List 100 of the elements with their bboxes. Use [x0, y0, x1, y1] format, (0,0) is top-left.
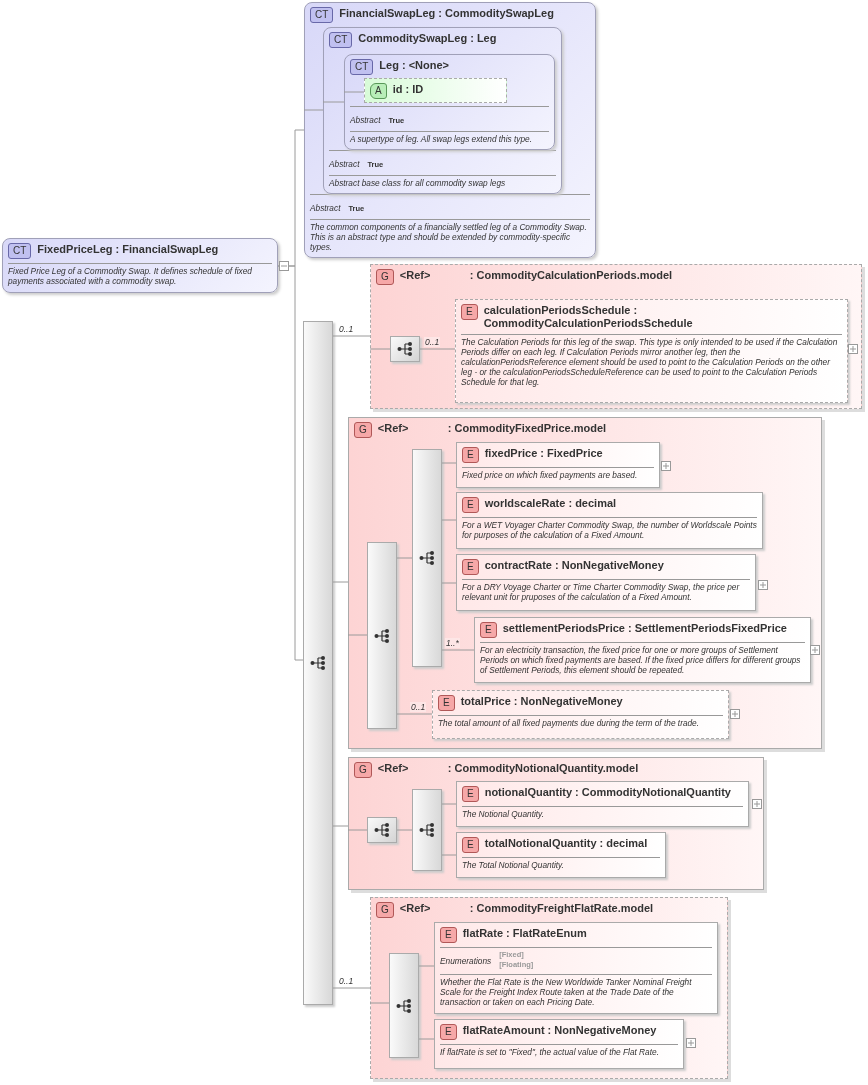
description-text: The total amount of all fixed payments due during the term of the trade.: [438, 718, 701, 728]
complex-type-box: [304, 2, 596, 258]
node-title: settlementPeriodsPrice : SettlementPeriodsFixedPrice: [502, 622, 787, 635]
annotation-label: Abstract: [350, 115, 381, 125]
type-badge: E: [440, 1024, 457, 1040]
sequence-bar: [367, 542, 397, 729]
connector-line: [332, 825, 349, 827]
element-box: [456, 781, 749, 827]
connector-line: [369, 348, 391, 350]
description-text: Fixed price on which fixed payments are based.: [462, 470, 639, 480]
connector-line: [303, 109, 324, 111]
complex-type-box: [323, 27, 562, 194]
description-text: The Total Notional Quantity.: [462, 860, 565, 870]
type-badge: CT: [310, 7, 334, 23]
group-box: [370, 897, 728, 1079]
connector-line: [441, 649, 475, 651]
node-title: id : ID: [392, 83, 424, 96]
type-badge: CT: [350, 59, 374, 75]
description-text: The Notional Quantity.: [462, 809, 545, 819]
connector-line: [441, 854, 457, 856]
connector-line: [277, 265, 304, 661]
element-box: [474, 617, 811, 683]
element-box: [456, 442, 660, 488]
node-title: contractRate : NonNegativeMoney: [484, 559, 664, 572]
node-title: flatRate : FlatRateEnum: [462, 927, 587, 940]
node-title: totalNotionalQuantity : decimal: [484, 837, 648, 850]
node-title: : CommodityFixedPrice.model: [447, 422, 607, 435]
connector-line: [332, 581, 349, 583]
connector-line: [441, 582, 457, 584]
type-badge: G: [376, 902, 394, 918]
complex-type-box: [344, 54, 555, 150]
type-badge: E: [462, 786, 479, 802]
sequence-box: [390, 336, 420, 362]
connector-line: [441, 462, 457, 464]
node-title: worldscaleRate : decimal: [484, 497, 617, 510]
sequence-bar: [389, 953, 419, 1058]
description-text: For an electricity transaction, the fixed price for one or more groups of Settlement Periods on which fixed payments are based. If the fixed price differs for different groups of Settlement Periods, this element should be repeated.: [480, 645, 802, 675]
multiplicity-label: 0..1: [338, 976, 355, 986]
element-box: [455, 299, 848, 403]
type-badge: E: [480, 622, 497, 638]
element-box: [432, 690, 729, 739]
type-badge: E: [438, 695, 455, 711]
connector-line: [332, 335, 371, 337]
type-badge: E: [440, 927, 457, 943]
type-badge: E: [462, 559, 479, 575]
description-text: For a DRY Voyage Charter or Time Charter Commodity Swap, the price per relevant unit for pruposes of the calculation of a Fixed Amount.: [462, 582, 741, 602]
ref-label: <Ref>: [399, 269, 432, 282]
node-title: notionalQuantity : CommodityNotionalQuantity: [484, 786, 731, 799]
connector-line: [441, 519, 457, 521]
element-box: [456, 832, 666, 878]
type-badge: E: [462, 497, 479, 513]
node-title: totalPrice : NonNegativeMoney: [460, 695, 623, 708]
annotation-label: Abstract: [310, 203, 341, 213]
annotation-label: Abstract: [329, 159, 360, 169]
node-title: : CommodityFreightFlatRate.model: [469, 902, 654, 915]
description-text: Whether the Flat Rate is the New Worldwide Tanker Nominal Freight Scale for the Freight Index Route taken at the Trade Date of the transaction or taken on each Pricing Date.: [440, 977, 693, 1007]
node-title: FixedPriceLeg : FinancialSwapLeg: [37, 243, 219, 256]
node-title: : CommodityCalculationPeriods.model: [469, 269, 673, 282]
type-badge: CT: [8, 243, 32, 259]
connector-line: [347, 634, 368, 636]
connector-line: [418, 965, 435, 967]
node-title: Leg : <None>: [379, 59, 450, 72]
element-box: [456, 554, 756, 611]
node-title: flatRateAmount : NonNegativeMoney: [462, 1024, 657, 1037]
element-box: [456, 492, 763, 549]
sequence-bar: [303, 321, 333, 1005]
connector-line: [322, 101, 345, 103]
type-badge: E: [461, 304, 478, 320]
connector-line: [332, 987, 371, 989]
sequence-bar: [412, 789, 442, 871]
multiplicity-label: 0..1: [424, 337, 441, 347]
element-box: [434, 922, 718, 1014]
description-text: Fixed Price Leg of a Commodity Swap. It defines schedule of fixed payments associated with a commodity swap.: [8, 266, 253, 286]
node-title: CommoditySwapLeg : Leg: [358, 32, 497, 45]
type-badge: A: [370, 83, 387, 99]
connector-line: [343, 91, 365, 93]
description-text: For a WET Voyager Charter Commodity Swap, the number of Worldscale Points for purposes of the calculation of a Fixed Amount.: [462, 520, 757, 540]
node-title: calculationPeriodsSchedule : CommodityCalculationPeriodsSchedule: [483, 304, 694, 330]
connector-line: [347, 829, 368, 831]
ref-label: <Ref>: [399, 902, 432, 915]
type-badge: E: [462, 837, 479, 853]
connector-line: [396, 829, 413, 831]
annotation-label: Enumerations: [440, 956, 492, 966]
type-badge: G: [354, 762, 372, 778]
ref-label: <Ref>: [377, 422, 410, 435]
node-title: FinancialSwapLeg : CommoditySwapLeg: [339, 7, 554, 20]
element-box: [434, 1019, 684, 1069]
description-text: If flatRate is set to "Fixed", the actual value of the Flat Rate.: [440, 1047, 660, 1057]
description-text: Abstract base class for all commodity swap legs: [329, 178, 507, 188]
ref-label: <Ref>: [377, 762, 410, 775]
connector-line: [369, 1002, 390, 1004]
description-text: The Calculation Periods for this leg of the swap. This type is only intended to be used if the Calculation Periods differ on each leg. If Calculation Periods mirror another leg, then the calculationPeriodsReference element should be used to point to the Calculation Periods on the other leg - or the calculationPeriodsScheduleReference can be used to point to the Calculation Periods Schedule for that leg.: [461, 337, 839, 387]
sequence-bar: [412, 449, 442, 667]
connector-line: [396, 713, 433, 715]
multiplicity-label: 1..*: [445, 638, 460, 648]
connector-line: [418, 1038, 435, 1040]
group-box: [370, 264, 862, 409]
node-title: fixedPrice : FixedPrice: [484, 447, 603, 460]
group-box: [348, 757, 764, 890]
connector-line: [419, 348, 456, 350]
